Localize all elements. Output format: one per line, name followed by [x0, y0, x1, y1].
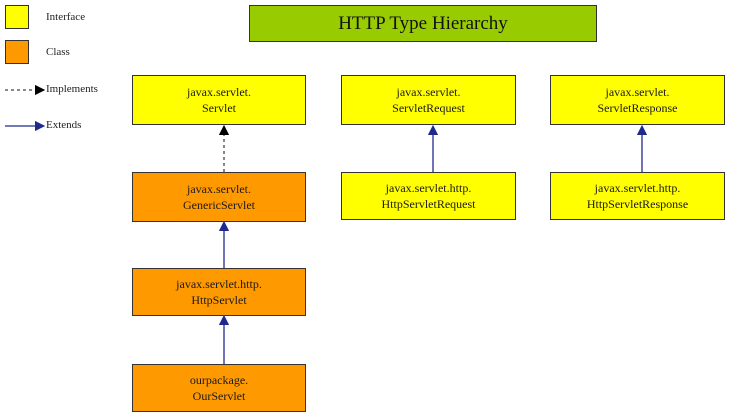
node-servletresponse: javax.servlet. ServletResponse: [550, 75, 725, 125]
node-httpservletresponse-name: HttpServletResponse: [586, 197, 689, 211]
node-servletrequest-package: javax.servlet.: [396, 85, 461, 99]
node-servlet-package: javax.servlet.: [187, 85, 251, 99]
node-genericservlet: javax.servlet. GenericServlet: [132, 172, 306, 222]
node-genericservlet-name: GenericServlet: [183, 198, 255, 212]
node-httpservletrequest-package: javax.servlet.http.: [385, 181, 472, 195]
node-httpservlet: javax.servlet.http. HttpServlet: [132, 268, 306, 316]
node-ourservlet-name: OurServlet: [192, 389, 246, 403]
node-servletresponse-package: javax.servlet.: [605, 85, 670, 99]
node-servlet: javax.servlet. Servlet: [132, 75, 306, 125]
node-httpservlet-name: HttpServlet: [191, 293, 247, 307]
legend-class-label: Class: [46, 46, 70, 58]
node-servletresponse-name: ServletResponse: [597, 101, 678, 115]
node-genericservlet-package: javax.servlet.: [187, 182, 251, 196]
diagram-title: HTTP Type Hierarchy: [249, 5, 597, 42]
node-httpservletrequest-name: HttpServletRequest: [381, 197, 476, 211]
node-httpservlet-package: javax.servlet.http.: [176, 277, 262, 291]
legend-extends-label: Extends: [46, 119, 82, 131]
node-servlet-name: Servlet: [202, 101, 236, 115]
node-servletrequest-name: ServletRequest: [392, 101, 465, 115]
node-ourservlet-package: ourpackage.: [189, 373, 249, 387]
node-httpservletrequest: javax.servlet.http. HttpServletRequest: [341, 172, 516, 220]
node-servletrequest: javax.servlet. ServletRequest: [341, 75, 516, 125]
node-httpservletresponse: javax.servlet.http. HttpServletResponse: [550, 172, 725, 220]
legend-class-swatch: [5, 40, 29, 64]
node-ourservlet: ourpackage. OurServlet: [132, 364, 306, 412]
node-httpservletresponse-package: javax.servlet.http.: [594, 181, 681, 195]
legend-interface-label: Interface: [46, 11, 86, 23]
legend-interface-swatch: [5, 5, 29, 29]
legend-implements-label: Implements: [46, 83, 98, 95]
